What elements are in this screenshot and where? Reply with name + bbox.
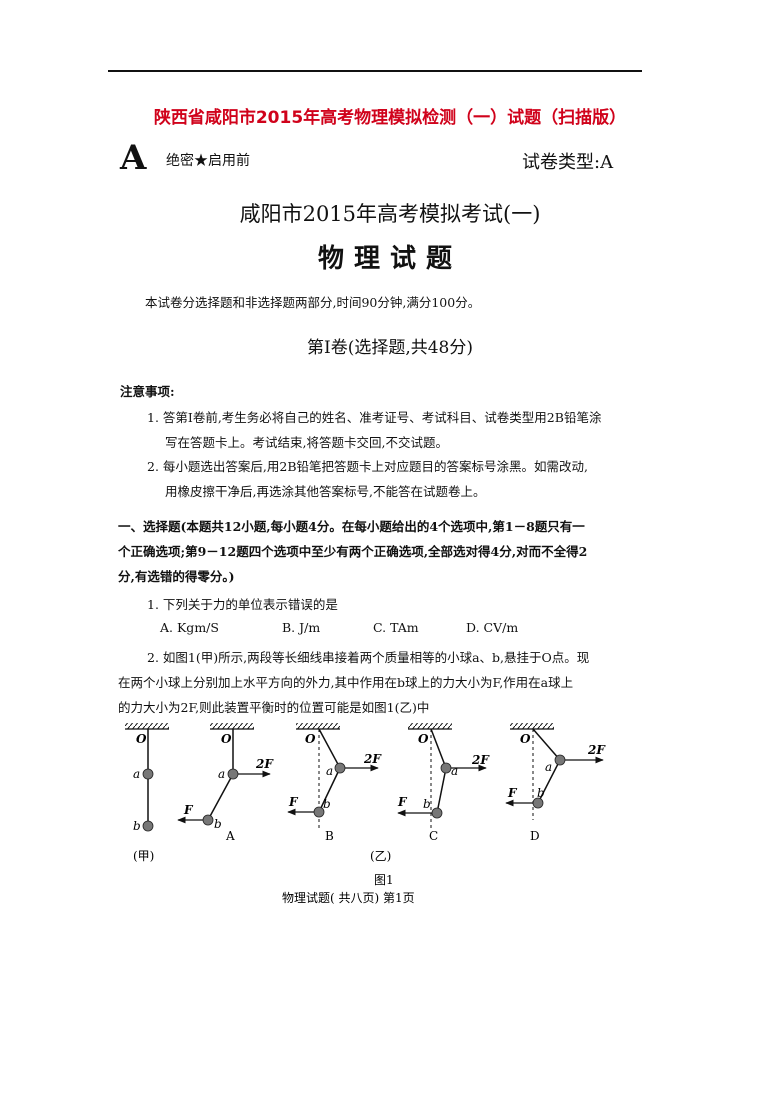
paper-type: 试卷类型:A	[522, 152, 614, 173]
label-o: O	[136, 732, 147, 746]
page-footer: 物理试题( 共八页) 第1页	[282, 890, 415, 905]
option-label-c: C	[429, 829, 438, 843]
note-2-line-1: 2. 每小题选出答案后,用2B铅笔把答题卡上对应题目的答案标号涂黑。如需改动,	[147, 459, 588, 474]
diagram-option-c: O a b 2F F C	[397, 723, 490, 843]
label-a: a	[218, 767, 225, 781]
part-title: 第Ⅰ卷(选择题,共48分)	[306, 338, 473, 358]
ball-a	[142, 768, 154, 780]
q1-option-b: B. J/m	[282, 620, 321, 635]
diagram-option-a: O a b 2F F A	[177, 723, 274, 843]
label-2f: 2F	[255, 757, 274, 771]
label-f: F	[507, 786, 518, 800]
label-o: O	[418, 732, 429, 746]
label-jia: (甲)	[133, 849, 154, 863]
label-b: b	[537, 786, 545, 800]
label-b: b	[133, 819, 141, 833]
label-a: a	[545, 760, 552, 774]
option-label-b: B	[325, 829, 334, 843]
label-2f: 2F	[471, 753, 490, 767]
q1-stem: 1. 下列关于力的单位表示错误的是	[147, 597, 338, 612]
option-label-a: A	[225, 829, 235, 843]
label-b: b	[214, 817, 222, 831]
label-f: F	[397, 795, 408, 809]
label-o: O	[305, 732, 316, 746]
q1-option-a: A. Kgm/S	[160, 620, 219, 635]
section-line-2: 个正确选项;第9－12题四个选项中至少有两个正确选项,全部选对得4分,对而不全得…	[118, 544, 588, 559]
figure-caption: 图1	[374, 873, 394, 887]
label-o: O	[520, 732, 531, 746]
exam-title: 咸阳市2015年高考模拟考试(一)	[239, 202, 541, 226]
label-a: a	[326, 764, 333, 778]
paper-letter: A	[120, 138, 147, 178]
q2-line-1: 2. 如图1(甲)所示,两段等长细线串接着两个质量相等的小球a、b,悬挂于O点。…	[147, 650, 590, 665]
label-f: F	[183, 803, 194, 817]
q1-option-c: C. TAm	[373, 620, 419, 635]
label-a: a	[133, 767, 140, 781]
label-o: O	[221, 732, 232, 746]
q2-line-2: 在两个小球上分别加上水平方向的外力,其中作用在b球上的力大小为F,作用在a球上	[118, 675, 574, 690]
subject-title: 物理试题	[317, 244, 462, 274]
document-title: 陕西省咸阳市2015年高考物理模拟检测（一）试题（扫描版）	[153, 108, 627, 128]
exam-intro: 本试卷分选择题和非选择题两部分,时间90分钟,满分100分。	[145, 295, 481, 310]
diagram-option-b: O a b 2F F B	[287, 723, 382, 843]
q1-option-d: D. CV/m	[466, 620, 519, 635]
label-f: F	[288, 795, 299, 809]
secret-label: 绝密★启用前	[166, 153, 250, 169]
label-yi: (乙)	[370, 849, 391, 863]
label-2f: 2F	[587, 743, 606, 757]
section-line-1: 一、选择题(本题共12小题,每小题4分。在每小题给出的4个选项中,第1－8题只有…	[118, 519, 585, 534]
note-2-line-2: 用橡皮擦干净后,再选涂其他答案标号,不能答在试题卷上。	[165, 484, 486, 499]
note-1-line-1: 1. 答第Ⅰ卷前,考生务必将自己的姓名、准考证号、考试科目、试卷类型用2B铅笔涂	[147, 410, 602, 425]
diagram-option-d: O a b 2F F D	[505, 723, 606, 843]
top-rule	[108, 70, 642, 72]
label-b: b	[423, 797, 431, 811]
section-line-3: 分,有选错的得零分。)	[118, 569, 235, 584]
ball-b	[142, 820, 154, 832]
option-label-d: D	[530, 829, 540, 843]
diagram-jia: O a b (甲)	[125, 723, 169, 863]
note-1-line-2: 写在答题卡上。考试结束,将答题卡交回,不交试题。	[165, 435, 448, 450]
label-a: a	[451, 764, 458, 778]
label-2f: 2F	[363, 752, 382, 766]
label-b: b	[323, 797, 331, 811]
notes-heading: 注意事项:	[120, 384, 175, 399]
q2-line-3: 的力大小为2F,则此装置平衡时的位置可能是如图1(乙)中	[118, 700, 430, 715]
